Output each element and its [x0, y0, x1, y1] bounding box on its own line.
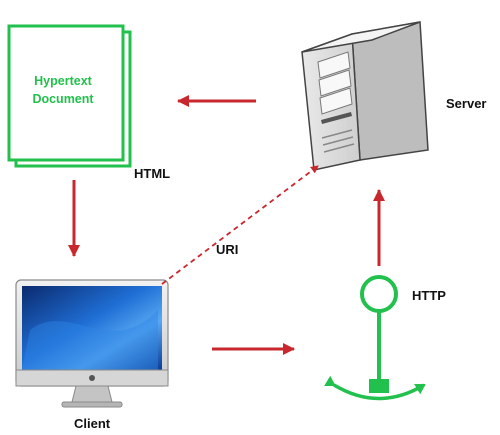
- hypertext-document-icon: [7, 24, 132, 168]
- document-title-line1: Hypertext: [34, 74, 92, 88]
- html-label: HTML: [134, 166, 171, 181]
- server-tower-icon: [301, 21, 429, 171]
- server-label: Server: [446, 96, 487, 111]
- http-label: HTTP: [412, 288, 446, 303]
- document-title: Hypertext Document: [20, 72, 106, 108]
- apple-logo-icon: [89, 375, 95, 381]
- uri-dashed-arrow: [161, 165, 319, 285]
- document-title-line2: Document: [32, 92, 94, 106]
- anchor-icon: [324, 275, 426, 401]
- desktop-monitor-icon: [15, 279, 169, 408]
- uri-label: URI: [216, 242, 239, 257]
- client-label: Client: [74, 416, 111, 431]
